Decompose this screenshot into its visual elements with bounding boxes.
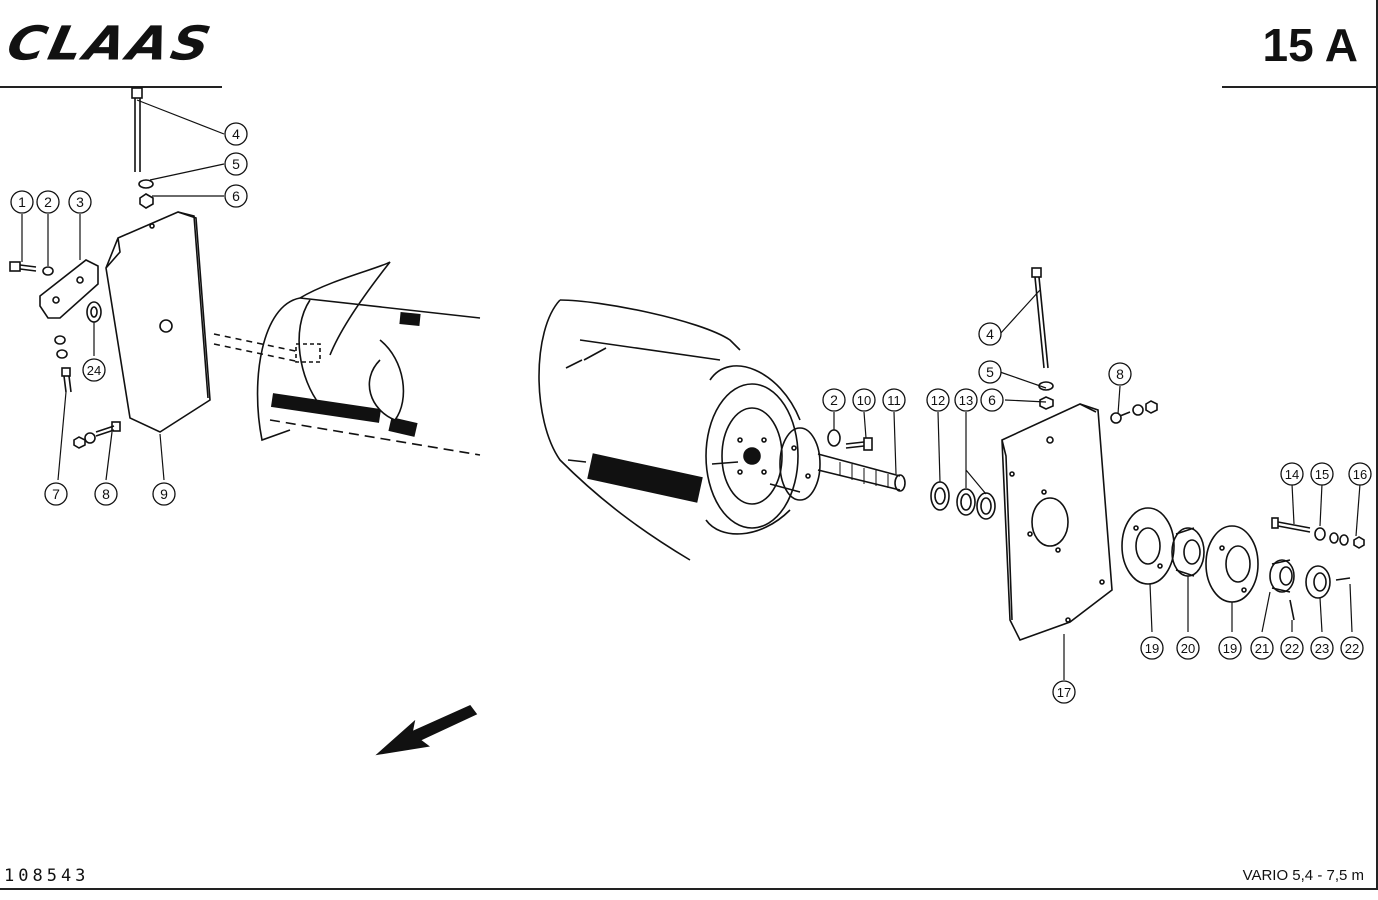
long-bolt-right <box>1031 267 1049 369</box>
model-label: VARIO 5,4 - 7,5 m <box>1242 867 1364 884</box>
callout-3: 3 <box>68 190 92 214</box>
callout-2: 2 <box>36 190 60 214</box>
callout-7: 7 <box>44 482 68 506</box>
callout-label: 22 <box>1285 641 1299 656</box>
callout-label: 5 <box>986 364 994 380</box>
pin-22a <box>1289 599 1295 621</box>
bolt-14-assembly <box>1271 517 1365 549</box>
callout-label: 6 <box>232 188 240 204</box>
callout-label: 16 <box>1353 467 1367 482</box>
callout-6: 6 <box>980 388 1004 412</box>
callout-22: 22 <box>1280 636 1304 660</box>
callout-label: 8 <box>1116 366 1124 382</box>
callout-13: 13 <box>954 388 978 412</box>
callout-17: 17 <box>1052 680 1076 704</box>
side-plate-right <box>1001 403 1113 641</box>
bearing-23 <box>1305 565 1331 599</box>
bracket-left <box>39 259 99 319</box>
callout-label: 9 <box>160 486 168 502</box>
callout-5: 5 <box>224 152 248 176</box>
callout-5: 5 <box>978 360 1002 384</box>
callout-20: 20 <box>1176 636 1200 660</box>
callout-label: 5 <box>232 156 240 172</box>
callout-label: 10 <box>857 393 871 408</box>
callout-10: 10 <box>852 388 876 412</box>
bolt-10 <box>845 437 873 451</box>
callout-label: 3 <box>76 194 84 210</box>
callout-2: 2 <box>822 388 846 412</box>
document-number: 108543 <box>4 866 90 886</box>
seal-13a <box>956 488 976 516</box>
callout-label: 20 <box>1181 641 1195 656</box>
header-rule-right <box>1222 86 1378 88</box>
callout-23: 23 <box>1310 636 1334 660</box>
callout-label: 14 <box>1285 467 1299 482</box>
callout-label: 17 <box>1057 685 1071 700</box>
callout-4: 4 <box>224 122 248 146</box>
callout-label: 15 <box>1315 467 1329 482</box>
callout-15: 15 <box>1310 462 1334 486</box>
callout-6: 6 <box>224 184 248 208</box>
flange-19a <box>1121 507 1175 585</box>
page-id: 15 A <box>1262 19 1358 71</box>
callout-9: 9 <box>152 482 176 506</box>
callout-14: 14 <box>1280 462 1304 486</box>
callout-21: 21 <box>1250 636 1274 660</box>
long-bolt-left <box>131 87 143 172</box>
washer-24 <box>86 301 102 323</box>
callout-8: 8 <box>1108 362 1132 386</box>
callout-11: 11 <box>882 388 906 412</box>
callout-8: 8 <box>94 482 118 506</box>
callout-16: 16 <box>1348 462 1372 486</box>
auger-right-section <box>538 299 906 561</box>
pin-22b <box>1335 577 1351 581</box>
washer-left <box>138 179 154 189</box>
callout-label: 6 <box>988 392 996 408</box>
callout-19: 19 <box>1140 636 1164 660</box>
bolt-8-right <box>1110 400 1158 424</box>
header-rule-left <box>0 86 222 88</box>
callout-24: 24 <box>82 358 106 382</box>
callout-label: 4 <box>986 326 994 342</box>
callout-19: 19 <box>1218 636 1242 660</box>
callout-label: 22 <box>1345 641 1359 656</box>
bearing-21 <box>1269 559 1295 593</box>
callout-4: 4 <box>978 322 1002 346</box>
washer-2 <box>42 266 54 276</box>
callout-22: 22 <box>1340 636 1364 660</box>
callout-label: 23 <box>1315 641 1329 656</box>
washer-2-right <box>827 429 841 447</box>
callout-label: 4 <box>232 126 240 142</box>
direction-arrow <box>375 705 478 756</box>
callout-label: 2 <box>44 194 52 210</box>
callout-1: 1 <box>10 190 34 214</box>
callout-label: 7 <box>52 486 60 502</box>
bolt-1 <box>9 261 37 272</box>
bolt-8-assembly <box>73 421 121 449</box>
callout-label: 19 <box>1145 641 1159 656</box>
callout-label: 12 <box>931 393 945 408</box>
callout-label: 19 <box>1223 641 1237 656</box>
callout-label: 13 <box>959 393 973 408</box>
callout-label: 1 <box>18 194 26 210</box>
auger-left-section <box>213 261 481 456</box>
seal-12 <box>930 481 950 511</box>
seal-13b <box>976 492 996 520</box>
callout-label: 11 <box>887 393 901 408</box>
callout-12: 12 <box>926 388 950 412</box>
callout-label: 24 <box>87 363 101 378</box>
callout-label: 8 <box>102 486 110 502</box>
nut-left <box>139 193 154 209</box>
nut-6-right <box>1039 396 1054 410</box>
side-plate-left <box>105 211 211 433</box>
callout-label: 2 <box>830 392 838 408</box>
bolt-7 <box>61 367 72 393</box>
callout-label: 21 <box>1255 641 1269 656</box>
